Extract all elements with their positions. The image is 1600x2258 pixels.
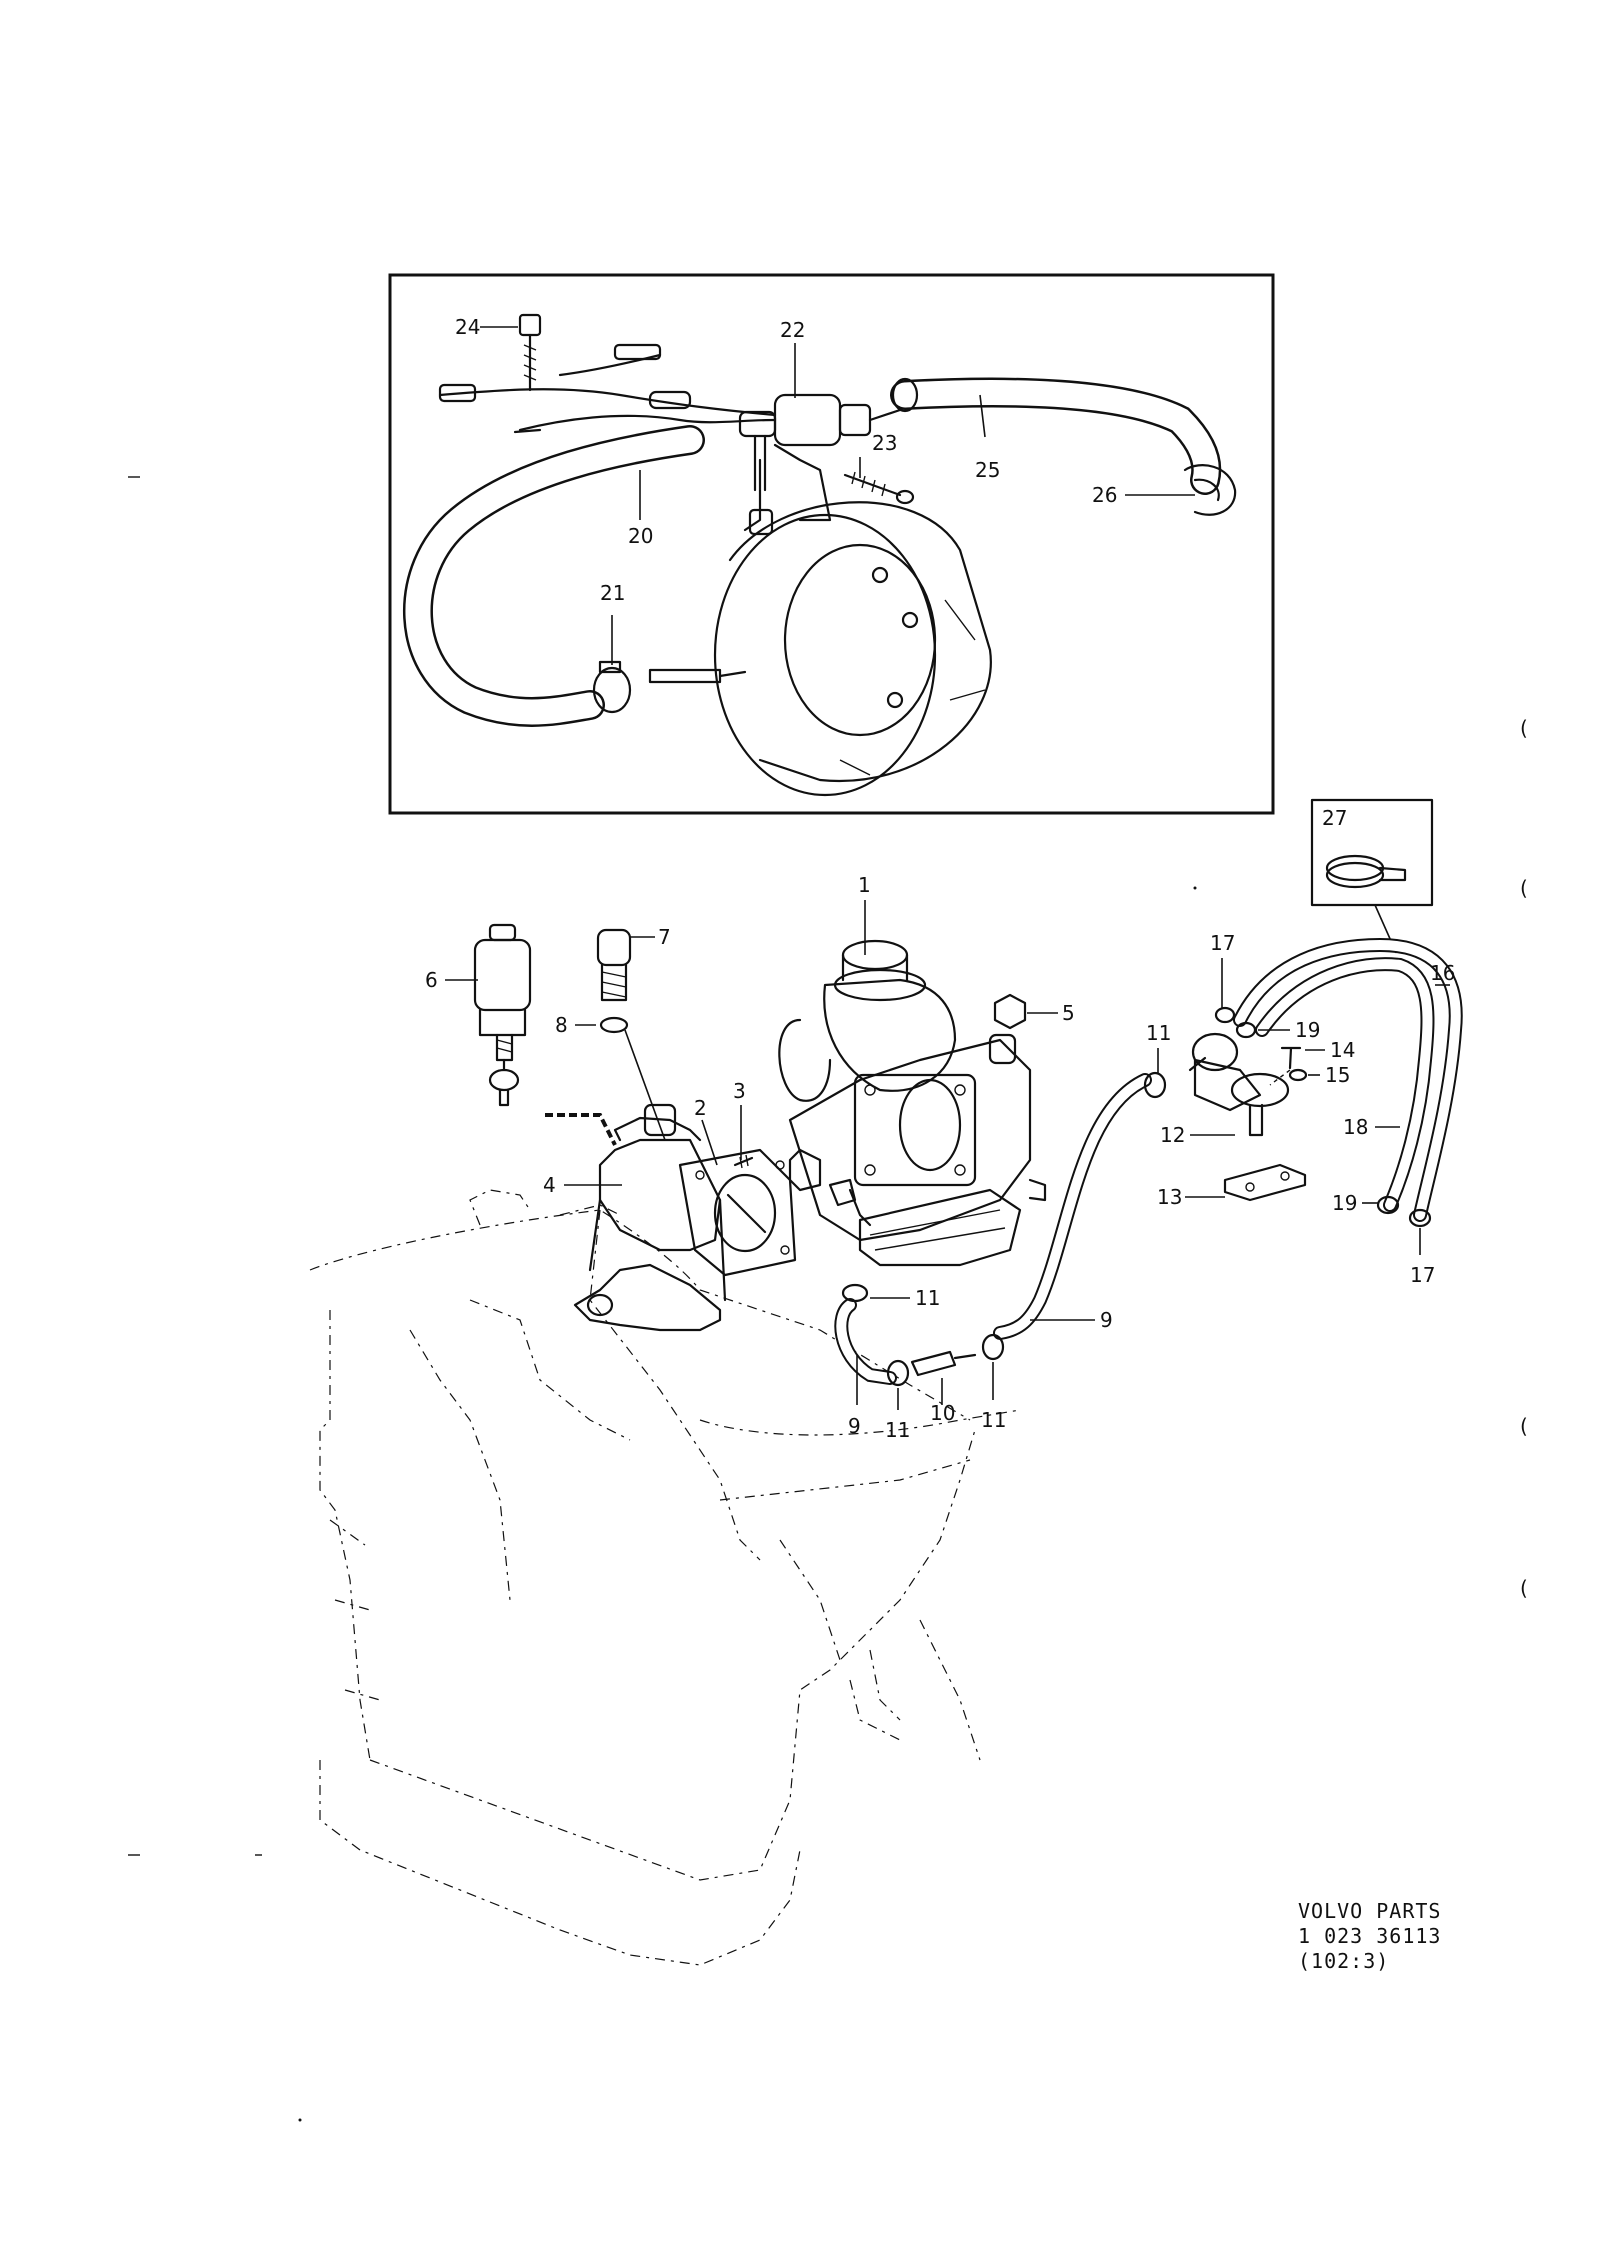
part-12-actuator	[1188, 1032, 1290, 1137]
wiring-harness	[438, 343, 777, 434]
part-4-manifold	[573, 1103, 727, 1332]
inset-detail-box: 24 22 23 25 26 20 21	[388, 273, 1275, 815]
callout-20: 20	[628, 524, 653, 548]
callout-27: 27	[1322, 806, 1347, 830]
part-18-hose	[1255, 957, 1435, 1212]
callout-16: 16	[1430, 961, 1455, 985]
callout-4: 4	[543, 1173, 556, 1197]
part-21-clamp	[592, 660, 632, 714]
part-22-valve	[738, 393, 902, 522]
callout-9-left: 9	[848, 1414, 861, 1438]
part-15-washer	[1269, 1068, 1320, 1086]
part-16-hose	[1233, 937, 1463, 1222]
part-24-screw	[518, 313, 542, 392]
reference-line-3: (102:3)	[1298, 1949, 1389, 1973]
margin-mark-2: (	[1520, 876, 1528, 900]
callout-8: 8	[555, 1013, 568, 1037]
margin-mark-3: (	[1520, 1414, 1528, 1438]
callout-26: 26	[1092, 483, 1117, 507]
part-20-hose	[403, 425, 705, 727]
callout-24: 24	[455, 315, 480, 339]
callout-11-c: 11	[981, 1408, 1006, 1432]
part-23-screw	[843, 471, 915, 505]
callout-1: 1	[858, 873, 871, 897]
part-11-clamp-c	[981, 1333, 1005, 1400]
callout-13: 13	[1157, 1185, 1182, 1209]
part-25-hose	[890, 377, 1222, 495]
callout-6: 6	[425, 968, 438, 992]
callout-10: 10	[930, 1401, 955, 1425]
part-19-clamp-bottom	[1362, 1195, 1400, 1215]
part-19-clamp-top	[1235, 1021, 1290, 1039]
callout-21: 21	[600, 581, 625, 605]
part-9-hose-long	[993, 1073, 1152, 1340]
callout-12: 12	[1160, 1123, 1185, 1147]
callout-7: 7	[658, 925, 671, 949]
callout-23: 23	[872, 431, 897, 455]
leaders-main	[564, 1105, 742, 1186]
part-11-clamp-a	[841, 1283, 910, 1303]
callout-14: 14	[1330, 1038, 1355, 1062]
part-11-clamp-b	[886, 1359, 910, 1410]
part-17-clamp-top	[1214, 958, 1236, 1024]
part-17-clamp-bottom	[1408, 1208, 1432, 1255]
callout-17-top: 17	[1210, 931, 1235, 955]
callout-19-bottom: 19	[1332, 1191, 1357, 1215]
callout-17-bottom: 17	[1410, 1263, 1435, 1287]
callout-3: 3	[733, 1079, 746, 1103]
callout-19-top: 19	[1295, 1018, 1320, 1042]
scan-specks	[128, 476, 1197, 2122]
part-8-gasket	[575, 1016, 666, 1141]
callout-2: 2	[694, 1096, 707, 1120]
callout-11-a: 11	[915, 1286, 940, 1310]
air-cleaner-housing	[713, 458, 992, 797]
reference-line-2: 1 023 36113	[1298, 1924, 1441, 1948]
part-26-clip	[1183, 464, 1237, 516]
margin-mark-1: (	[1520, 716, 1528, 740]
hose-connector	[648, 668, 747, 684]
part-14-screw	[1280, 1046, 1325, 1070]
reference-line-1: VOLVO PARTS	[1298, 1899, 1441, 1923]
part-3-stud	[733, 1154, 754, 1169]
part-1-carburettor	[778, 900, 1047, 1267]
part-10-fitting	[910, 1350, 977, 1405]
engine-block-outline	[309, 1189, 1021, 1966]
part-5-nut	[993, 993, 1058, 1030]
part-6-thermostart	[445, 923, 617, 1146]
callout-18: 18	[1343, 1115, 1368, 1139]
inset-box-27: 27	[1310, 798, 1434, 954]
callout-25: 25	[975, 458, 1000, 482]
callout-9-right: 9	[1100, 1308, 1113, 1332]
part-7-plug	[596, 928, 655, 1002]
reference-block: VOLVO PARTS 1 023 36113 (102:3)	[1298, 1899, 1441, 1973]
part-9-hose-short	[834, 1298, 897, 1405]
part-11-clamp-d	[1143, 1048, 1167, 1099]
callout-11-b: 11	[885, 1418, 910, 1442]
callout-5: 5	[1062, 1001, 1075, 1025]
inset-leaders	[480, 326, 1195, 665]
margin-mark-4: (	[1520, 1576, 1528, 1600]
part-2-gasket	[678, 1148, 797, 1277]
callout-22: 22	[780, 318, 805, 342]
callout-11-d: 11	[1146, 1021, 1171, 1045]
part-13-gasket	[1185, 1163, 1307, 1202]
callout-15: 15	[1325, 1063, 1350, 1087]
